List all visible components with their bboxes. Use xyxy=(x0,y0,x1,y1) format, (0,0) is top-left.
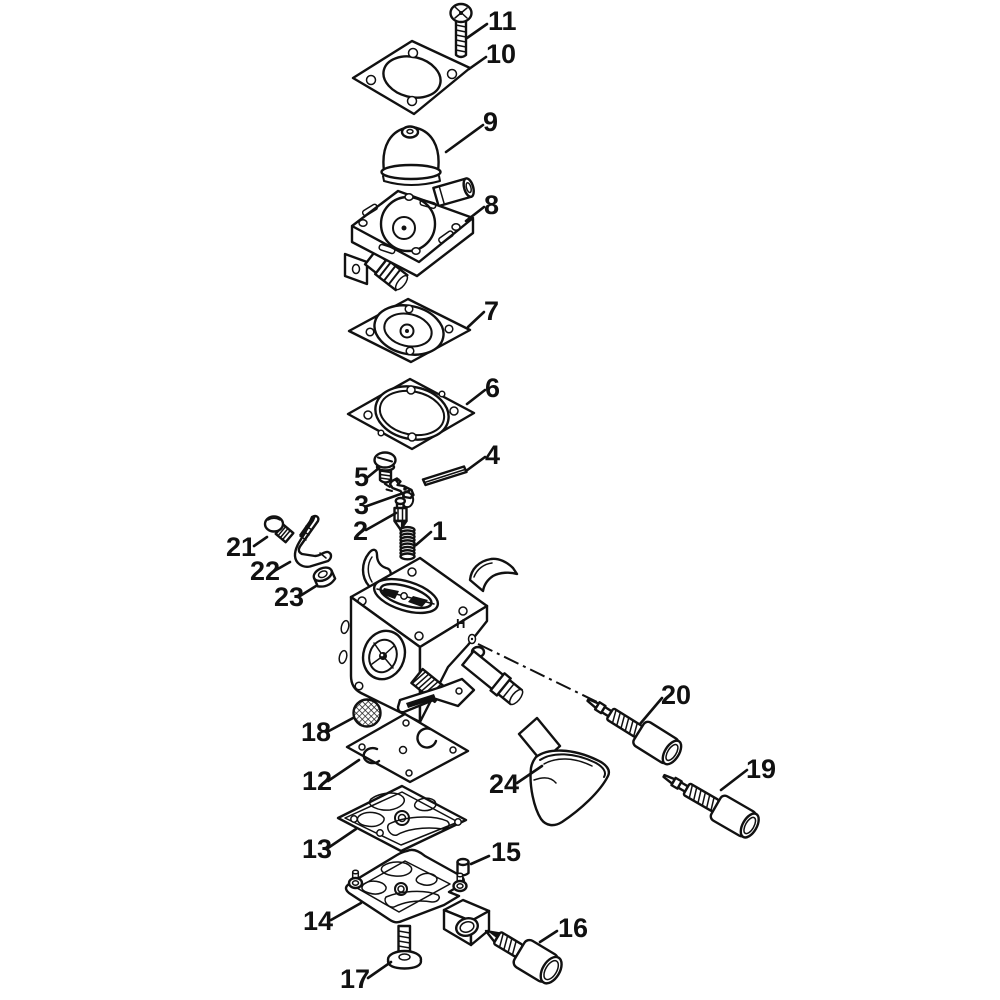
part-14-metering-cover xyxy=(344,848,491,947)
callout-7: 7 xyxy=(484,296,499,326)
leader-3 xyxy=(365,489,411,508)
leader-18 xyxy=(325,716,355,734)
callout-labels: 1 2 3 4 5 6 7 8 9 10 11 12 13 14 15 16 1… xyxy=(226,6,776,994)
leader-20 xyxy=(638,696,664,726)
leader-6 xyxy=(465,388,487,406)
leader-16 xyxy=(538,929,559,944)
leader-11 xyxy=(465,22,489,40)
callout-11: 11 xyxy=(488,6,517,36)
callout-23: 23 xyxy=(274,582,304,612)
callout-15: 15 xyxy=(491,837,521,867)
part-5-screw xyxy=(373,451,397,484)
callout-8: 8 xyxy=(484,190,499,220)
callout-10: 10 xyxy=(486,39,516,69)
callout-16: 16 xyxy=(558,913,588,943)
leader-9 xyxy=(444,123,485,154)
leader-14 xyxy=(329,901,363,922)
callout-4: 4 xyxy=(485,440,500,470)
axis-centerline xyxy=(477,643,598,703)
part-13-metering-gasket xyxy=(336,784,468,853)
leader-1 xyxy=(414,530,433,547)
leader-5 xyxy=(366,466,381,479)
part-7-pump-diaphragm xyxy=(347,297,472,364)
callout-13: 13 xyxy=(302,834,332,864)
leader-22 xyxy=(274,560,292,572)
part-11-pan-head-screw xyxy=(449,2,473,59)
part-9-primer-bulb xyxy=(380,125,442,186)
leader-24 xyxy=(515,764,544,785)
leader-15 xyxy=(469,854,491,866)
part-4-metering-lever-pin xyxy=(421,465,468,487)
leader-2 xyxy=(364,511,398,532)
part-16-idle-adjustment-screw xyxy=(484,929,563,985)
callout-17: 17 xyxy=(340,964,370,994)
leader-21 xyxy=(252,535,269,548)
part-21-screw xyxy=(263,515,295,544)
callout-18: 18 xyxy=(301,717,331,747)
part-8-pump-housing xyxy=(343,177,475,292)
callout-22: 22 xyxy=(250,556,280,586)
leader-19 xyxy=(719,768,749,792)
leader-17 xyxy=(366,960,393,980)
leader-lines xyxy=(252,22,749,980)
part-6-pump-gasket xyxy=(346,377,476,451)
leader-23 xyxy=(298,584,318,598)
part-10-primer-cover-plate xyxy=(351,39,472,116)
part-1-needle-spring xyxy=(399,525,416,561)
callout-14: 14 xyxy=(303,906,333,936)
callout-6: 6 xyxy=(485,373,500,403)
callout-20: 20 xyxy=(661,680,691,710)
callout-12: 12 xyxy=(302,766,332,796)
leader-8 xyxy=(464,205,486,223)
leader-12 xyxy=(326,758,361,783)
callout-2: 2 xyxy=(353,516,368,546)
leader-10 xyxy=(467,55,488,71)
callout-19: 19 xyxy=(746,754,776,784)
part-12-metering-diaphragm xyxy=(345,712,470,784)
part-17-cover-screw xyxy=(386,924,423,970)
leader-7 xyxy=(466,310,486,329)
callout-9: 9 xyxy=(483,107,498,137)
callout-5: 5 xyxy=(354,462,369,492)
leader-4 xyxy=(464,455,487,473)
part-2-inlet-needle xyxy=(393,496,408,531)
callout-21: 21 xyxy=(226,532,256,562)
part-carburetor-body: H xyxy=(338,548,524,724)
body-marking-H: H xyxy=(456,616,465,631)
callout-24: 24 xyxy=(489,769,519,799)
callout-3: 3 xyxy=(354,490,369,520)
part-18-inlet-screen xyxy=(352,698,382,728)
callout-1: 1 xyxy=(432,516,447,546)
part-24-intake-elbow xyxy=(517,716,611,827)
leader-13 xyxy=(326,827,358,850)
part-23-bushing xyxy=(312,566,337,588)
part-22-choke-lever-bracket xyxy=(293,514,333,568)
